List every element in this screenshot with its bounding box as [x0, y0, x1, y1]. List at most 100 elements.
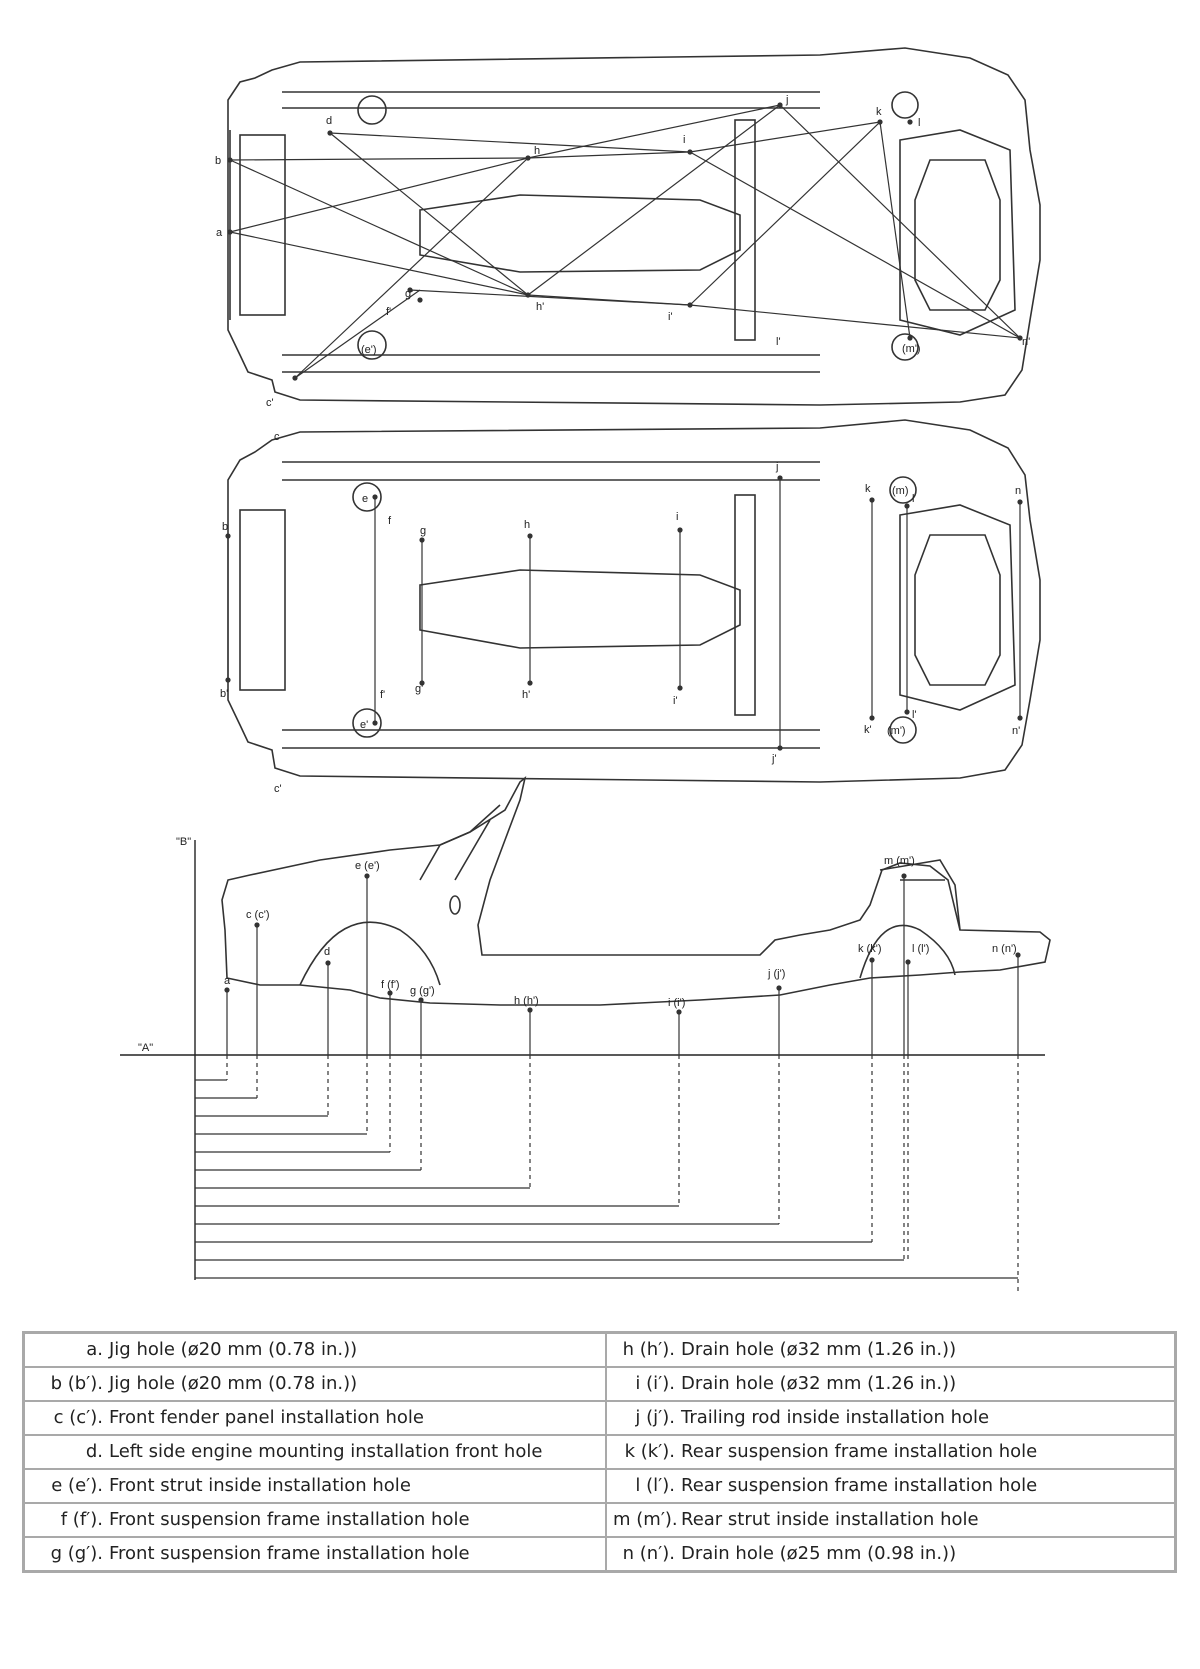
top-view-diagonals	[229, 104, 1021, 379]
legend-code: i (i′).	[635, 1373, 675, 1394]
middle-label-n: n	[1015, 485, 1021, 497]
legend-cell: k (k′).Rear suspension frame installatio…	[605, 1434, 1177, 1470]
side-view-dashed	[226, 1055, 1019, 1295]
axis-a-label: "A"	[138, 1042, 153, 1054]
legend-description: Drain hole (ø32 mm (1.26 in.))	[681, 1339, 957, 1360]
middle-label-f: f	[388, 515, 392, 527]
top-lower-rail	[282, 354, 820, 373]
top-label-b: b	[215, 155, 221, 167]
top-label-n-prime: n'	[1022, 336, 1030, 348]
legend-cell: c (c′).Front fender panel installation h…	[22, 1400, 607, 1436]
top-rear-strut-left	[891, 91, 919, 119]
side-view-verticals	[226, 876, 1019, 1055]
top-label-g-prime: g'	[405, 288, 413, 300]
side-label-k: k (k')	[858, 943, 881, 955]
side-label-a: a	[224, 975, 231, 987]
side-opening	[449, 895, 461, 915]
top-label-d: d	[326, 115, 332, 127]
top-strut-left	[357, 95, 387, 125]
legend-cell: i (i′).Drain hole (ø32 mm (1.26 in.))	[605, 1366, 1177, 1402]
legend-description: Rear strut inside installation hole	[681, 1509, 979, 1530]
top-label-i-prime: i'	[668, 311, 673, 323]
middle-label-m: (m)	[892, 485, 909, 497]
top-label-h: h	[534, 145, 540, 157]
top-view-underbody	[227, 47, 1041, 406]
legend-code: e (e′).	[51, 1475, 103, 1496]
middle-rear-strut-right	[889, 716, 917, 744]
top-label-m-prime: (m')	[902, 343, 921, 355]
legend-code: g (g′).	[50, 1543, 103, 1564]
legend-code: a.	[86, 1339, 103, 1360]
top-label-k: k	[876, 106, 882, 118]
middle-tunnel	[419, 569, 741, 649]
legend-code: l (l′).	[635, 1475, 675, 1496]
side-body-outline	[221, 775, 1051, 1006]
middle-view-points	[225, 475, 1023, 751]
side-label-h: h (h')	[514, 995, 539, 1007]
legend-description: Front suspension frame installation hole	[109, 1509, 470, 1530]
legend-code: d.	[85, 1441, 103, 1462]
side-label-i: i (i')	[668, 997, 685, 1009]
top-label-j: j	[785, 94, 788, 106]
side-label-d: d	[324, 946, 330, 958]
top-label-h-prime: h'	[536, 301, 544, 313]
middle-label-g: g	[420, 525, 426, 537]
side-label-n: n (n')	[992, 943, 1017, 955]
legend-cell: g (g′). Front suspension frame installati…	[22, 1536, 607, 1573]
top-view-points	[227, 102, 1023, 381]
legend-description: Trailing rod inside installation hole	[681, 1407, 990, 1428]
legend-cell: h (h′).Drain hole (ø32 mm (1.26 in.))	[605, 1331, 1177, 1368]
side-view-axes	[120, 840, 1045, 1280]
side-wheel-arch-front	[299, 921, 441, 986]
top-upper-rail	[282, 91, 820, 109]
legend-cell: b (b′).Jig hole (ø20 mm (0.78 in.))	[22, 1366, 607, 1402]
legend-description: Jig hole (ø20 mm (0.78 in.))	[109, 1373, 358, 1394]
legend-cell: n (n′). Drain hole (ø25 mm (0.98 in.))	[605, 1536, 1177, 1573]
side-label-m: m (m')	[884, 855, 915, 867]
side-label-j: j (j')	[767, 968, 785, 980]
middle-label-i-prime: i'	[673, 695, 678, 707]
top-label-l: l	[918, 117, 920, 129]
side-wheel-arch-rear	[859, 924, 956, 979]
middle-label-j: j	[775, 461, 778, 473]
middle-label-l-prime: l'	[912, 709, 917, 721]
legend-cell: f (f′).Front suspension frame installati…	[22, 1502, 607, 1538]
top-label-l-prime: l'	[776, 336, 781, 348]
middle-rear-crossmember	[734, 494, 756, 716]
middle-strut-left	[352, 482, 382, 512]
middle-spare-well	[914, 534, 1001, 686]
legend-table: a.Jig hole (ø20 mm (0.78 in.))h (h′).Dra…	[22, 1331, 1177, 1573]
axis-b-label: "B"	[176, 836, 191, 848]
side-label-f: f (f')	[381, 979, 400, 991]
top-label-c-prime: c'	[266, 397, 274, 409]
middle-label-b: b	[222, 521, 228, 533]
top-strut-right	[357, 330, 387, 360]
middle-label-g-prime: g'	[415, 683, 423, 695]
middle-label-m-prime: (m')	[887, 725, 906, 737]
side-view-horizontals	[195, 1079, 1018, 1279]
side-a-pillar	[419, 804, 501, 881]
middle-view-lines	[227, 478, 1021, 748]
side-label-l: l (l')	[912, 943, 929, 955]
legend-description: Front fender panel installation hole	[109, 1407, 424, 1428]
legend-cell: m (m′).Rear strut inside installation ho…	[605, 1502, 1177, 1538]
legend-row: a.Jig hole (ø20 mm (0.78 in.))h (h′).Dra…	[22, 1331, 1177, 1368]
legend-description: Front suspension frame installation hole	[109, 1543, 470, 1564]
top-label-e-prime: (e')	[361, 344, 377, 356]
legend-row: f (f′).Front suspension frame installati…	[22, 1502, 1177, 1538]
middle-view-underbody	[227, 419, 1041, 783]
side-view-body	[221, 775, 1051, 1006]
legend-cell: a.Jig hole (ø20 mm (0.78 in.))	[22, 1331, 607, 1368]
legend-description: Front strut inside installation hole	[109, 1475, 411, 1496]
top-label-a: a	[216, 227, 223, 239]
body-dimension-diagram: a b c' d (e') h i j k l g' f' h' i' l' (…	[120, 47, 1051, 1295]
middle-label-h-prime: h'	[522, 689, 530, 701]
legend-description: Drain hole (ø25 mm (0.98 in.))	[681, 1543, 957, 1564]
middle-label-l: l	[912, 493, 914, 505]
middle-body-outline	[227, 419, 1041, 783]
middle-label-h: h	[524, 519, 530, 531]
side-rear-frame	[879, 859, 961, 931]
legend-code: n (n′).	[622, 1543, 675, 1564]
middle-label-e: e	[362, 493, 368, 505]
middle-label-k: k	[865, 483, 871, 495]
